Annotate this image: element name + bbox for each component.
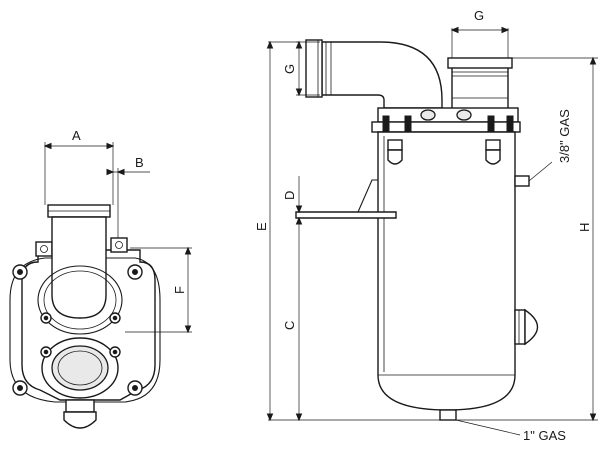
corner-bolts (12, 264, 143, 396)
right-vent-valve (485, 139, 501, 165)
dim-label-e: E (254, 222, 269, 231)
bottom-port-label: 1" GAS (523, 428, 566, 443)
flange-bolts (382, 115, 514, 137)
dim-label-a: A (72, 128, 81, 143)
drain-cap (63, 411, 97, 429)
drain-nut (65, 399, 95, 413)
right-lug-hole (115, 241, 123, 249)
mounting-bracket (295, 211, 397, 219)
left-lug-hole (40, 245, 48, 253)
dim-label-h: H (577, 223, 592, 232)
elbow-inlet-pipe (321, 41, 443, 109)
left-mount-lug (35, 241, 53, 257)
inlet-pipe (51, 216, 107, 319)
side-port-label: 3/8" GAS (557, 109, 572, 163)
inspection-dome (514, 308, 539, 346)
side-view: G G E D C H 3/8" GAS (254, 8, 598, 443)
bottom-port-leader (455, 419, 521, 436)
bottom-view: A B F (9, 128, 192, 429)
dim-label-d: D (282, 191, 297, 200)
right-mount-lug (110, 237, 128, 253)
top-flange (371, 121, 521, 133)
dim-label-g-top: G (474, 8, 484, 23)
dim-label-f: F (172, 286, 187, 294)
bottom-drain-fitting (439, 409, 457, 421)
dim-label-b: B (135, 155, 144, 170)
elbow-pipe-end (305, 39, 323, 98)
bottom-view-flange (9, 257, 161, 403)
tank-body (377, 131, 516, 411)
lid-assembly (377, 107, 519, 123)
dim-label-g-side: G (282, 64, 297, 74)
outlet-pipe-collar (447, 57, 513, 69)
upper-chamber-ring (37, 265, 123, 335)
side-port (514, 175, 530, 187)
side-port-leader (528, 161, 553, 182)
left-vent-valve (387, 139, 403, 165)
outlet-port (51, 345, 109, 391)
dim-label-c: C (282, 321, 297, 330)
